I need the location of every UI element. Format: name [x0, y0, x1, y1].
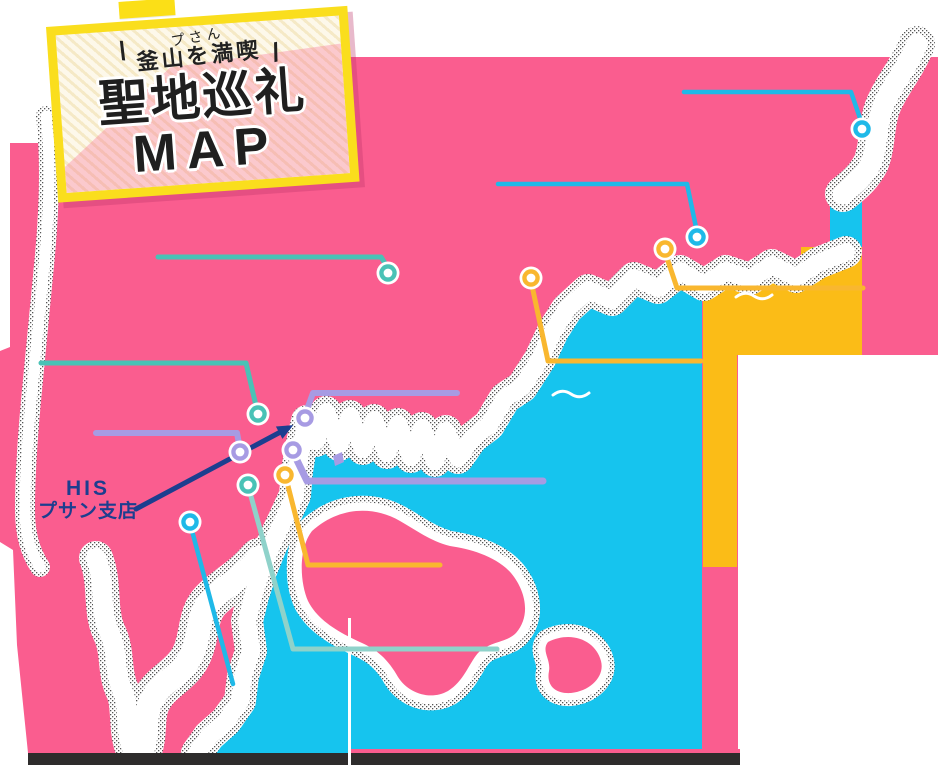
- pin-cyan-1[interactable]: [850, 117, 874, 141]
- line-yellow-coast: [528, 278, 704, 364]
- pin-lavender-2[interactable]: [228, 440, 252, 464]
- map-pins: [178, 117, 874, 534]
- line-teal-west: [38, 360, 260, 413]
- his-label-line1: HIS: [65, 477, 110, 500]
- line-cyan-east: [495, 181, 700, 235]
- yellow-block: [703, 247, 862, 567]
- line-lavender-pier: [289, 448, 547, 485]
- his-label-line2: プサン支店: [37, 501, 138, 523]
- title-card-paper: \ プさん 釜山を満喫 / 聖地巡礼 MAP: [55, 15, 350, 193]
- his-branch-label: HIS プサン支店: [32, 476, 144, 524]
- his-arrow-shaft: [133, 425, 291, 512]
- line-cyan-northeast: [681, 89, 865, 127]
- pin-teal-3[interactable]: [236, 473, 260, 497]
- pin-teal-1[interactable]: [376, 261, 400, 285]
- sea-wave-marks: [551, 291, 774, 399]
- pin-yellow-1[interactable]: [653, 237, 677, 261]
- title-card: \ プさん 釜山を満喫 / 聖地巡礼 MAP: [46, 5, 360, 203]
- line-yellow-east: [662, 249, 866, 291]
- bottom-pink-line: [351, 749, 740, 753]
- his-arrow: [133, 425, 294, 512]
- pin-lavender-1[interactable]: [293, 406, 317, 430]
- pin-yellow-3[interactable]: [273, 463, 297, 487]
- line-paleteal-south: [246, 486, 500, 652]
- purple-quad-decoration: [333, 452, 344, 466]
- line-yellow-island: [283, 475, 443, 568]
- his-arrow-head: [275, 425, 294, 439]
- pin-lavender-3[interactable]: [281, 438, 305, 462]
- pin-teal-2[interactable]: [246, 402, 270, 426]
- bottom-dark-bar: [28, 753, 740, 765]
- pin-yellow-2[interactable]: [519, 266, 543, 290]
- grid-white-line: [348, 618, 351, 765]
- map-decorations: [28, 291, 774, 765]
- line-cyan-southwest: [188, 524, 236, 687]
- hand-slash-left: \: [118, 35, 128, 66]
- pin-cyan-3[interactable]: [178, 510, 202, 534]
- pin-cyan-2[interactable]: [685, 225, 709, 249]
